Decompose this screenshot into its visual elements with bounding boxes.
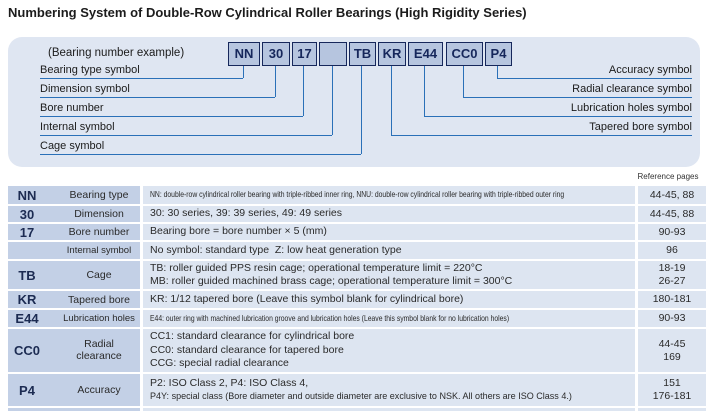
connector-line-tapered-bore xyxy=(391,66,393,135)
row-symbol: CC0 xyxy=(8,329,46,372)
row-reference-pages: 151 176-181 xyxy=(635,374,706,406)
label-bore-number: Bore number xyxy=(40,101,303,117)
symbol-box-radial-clearance: CC0 xyxy=(446,42,483,66)
label-internal-symbol: Internal symbol xyxy=(40,120,332,136)
row-symbol: 30 xyxy=(8,206,46,222)
example-label: (Bearing number example) xyxy=(48,47,185,59)
label-radial-clearance-symbol: Radial clearance symbol xyxy=(463,82,692,98)
row-connector xyxy=(46,224,58,240)
row-description: No symbol: standard type Z: low heat gen… xyxy=(140,242,635,259)
row-connector xyxy=(46,329,58,372)
connector-line-internal xyxy=(332,66,334,135)
cutoff-row xyxy=(635,408,706,411)
cutoff-row xyxy=(58,408,140,411)
row-category: Cage xyxy=(58,261,140,289)
row-category: Lubrication holes xyxy=(58,310,140,327)
row-category: Accuracy xyxy=(58,374,140,406)
symbol-table: NN Bearing type NN: double-row cylindric… xyxy=(8,186,706,411)
symbol-box-cage: TB xyxy=(349,42,376,66)
row-category: Bore number xyxy=(58,224,140,240)
row-connector xyxy=(46,206,58,222)
row-description: NN: double-row cylindrical roller bearin… xyxy=(140,186,635,204)
page-title: Numbering System of Double-Row Cylindric… xyxy=(8,5,527,20)
row-connector xyxy=(46,186,58,204)
row-symbol xyxy=(8,242,46,259)
symbol-box-bore-number: 17 xyxy=(292,42,317,66)
row-category: Internal symbol xyxy=(58,242,140,259)
row-description: 30: 30 series, 39: 39 series, 49: 49 ser… xyxy=(140,206,635,222)
symbol-box-bearing-type: NN xyxy=(228,42,260,66)
connector-line-radial-clearance xyxy=(463,66,465,97)
row-reference-pages: 44-45, 88 xyxy=(635,206,706,222)
symbol-box-lubrication-holes: E44 xyxy=(408,42,443,66)
row-description: E44: outer ring with machined lubricatio… xyxy=(140,310,635,327)
row-symbol: NN xyxy=(8,186,46,204)
row-category: Bearing type xyxy=(58,186,140,204)
row-reference-pages: 44-45 169 xyxy=(635,329,706,372)
symbol-box-tapered-bore: KR xyxy=(378,42,406,66)
label-bearing-type-symbol: Bearing type symbol xyxy=(40,63,243,79)
cutoff-row xyxy=(8,408,46,411)
row-category: Radial clearance xyxy=(58,329,140,372)
row-symbol: KR xyxy=(8,291,46,308)
row-symbol: 17 xyxy=(8,224,46,240)
row-connector xyxy=(46,242,58,259)
cutoff-row xyxy=(140,408,635,411)
row-connector xyxy=(46,310,58,327)
connector-line-dimension xyxy=(275,66,277,97)
row-description: KR: 1/12 tapered bore (Leave this symbol… xyxy=(140,291,635,308)
row-description: TB: roller guided PPS resin cage; operat… xyxy=(140,261,635,289)
connector-line-bore-number xyxy=(303,66,305,116)
row-symbol: E44 xyxy=(8,310,46,327)
row-reference-pages: 90-93 xyxy=(635,224,706,240)
connector-line-accuracy xyxy=(497,66,499,78)
row-category: Tapered bore xyxy=(58,291,140,308)
row-reference-pages: 96 xyxy=(635,242,706,259)
cutoff-row xyxy=(46,408,58,411)
symbol-box-dimension: 30 xyxy=(262,42,290,66)
connector-line-cage xyxy=(361,66,363,154)
label-dimension-symbol: Dimension symbol xyxy=(40,82,275,98)
row-reference-pages: 44-45, 88 xyxy=(635,186,706,204)
label-cage-symbol: Cage symbol xyxy=(40,139,361,155)
symbol-box-internal xyxy=(319,42,347,66)
row-symbol: TB xyxy=(8,261,46,289)
connector-line-lubrication-holes xyxy=(424,66,426,116)
reference-pages-header: Reference pages xyxy=(637,172,699,181)
row-reference-pages: 90-93 xyxy=(635,310,706,327)
symbol-box-accuracy: P4 xyxy=(485,42,512,66)
row-connector xyxy=(46,374,58,406)
row-reference-pages: 180-181 xyxy=(635,291,706,308)
row-reference-pages: 18-19 26-27 xyxy=(635,261,706,289)
label-lubrication-holes-symbol: Lubrication holes symbol xyxy=(424,101,692,117)
row-description: CC1: standard clearance for cylindrical … xyxy=(140,329,635,372)
row-category: Dimension xyxy=(58,206,140,222)
bearing-number-diagram: (Bearing number example) NN 30 17 TB KR … xyxy=(8,37,700,167)
row-description: P2: ISO Class 2, P4: ISO Class 4, P4Y: s… xyxy=(140,374,635,406)
connector-line-bearing-type xyxy=(243,66,245,78)
row-connector xyxy=(46,291,58,308)
row-connector xyxy=(46,261,58,289)
row-symbol: P4 xyxy=(8,374,46,406)
label-tapered-bore-symbol: Tapered bore symbol xyxy=(391,120,692,136)
row-description: Bearing bore = bore number × 5 (mm) xyxy=(140,224,635,240)
label-accuracy-symbol: Accuracy symbol xyxy=(497,63,692,79)
